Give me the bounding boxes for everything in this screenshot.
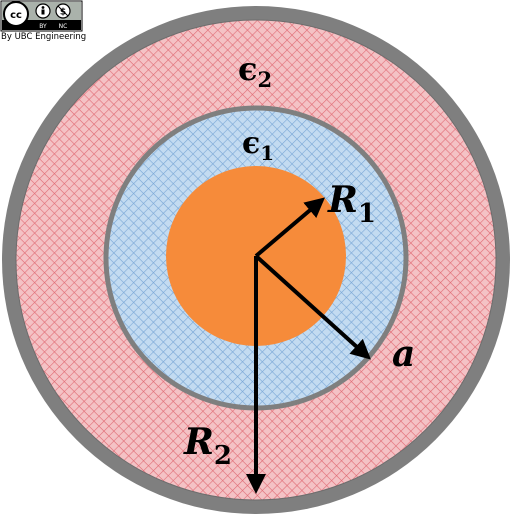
cc-icon [3, 1, 29, 27]
license-credit: By UBC Engineering [1, 32, 86, 42]
epsilon-2-label: ϵ2 [238, 50, 272, 92]
r1-label: R1 [327, 179, 376, 229]
svg-text:NC: NC [59, 23, 68, 30]
epsilon-1-label: ϵ1 [242, 126, 274, 165]
r2-label: R2 [183, 421, 232, 471]
svg-text:cc: cc [10, 10, 22, 21]
svg-text:BY: BY [39, 23, 47, 30]
cc-license-badge: cc $ BY NC [0, 0, 83, 32]
r1-arrow [254, 197, 326, 258]
a-label: a [392, 333, 415, 375]
a-arrow [254, 254, 371, 360]
svg-text:$: $ [60, 8, 66, 18]
